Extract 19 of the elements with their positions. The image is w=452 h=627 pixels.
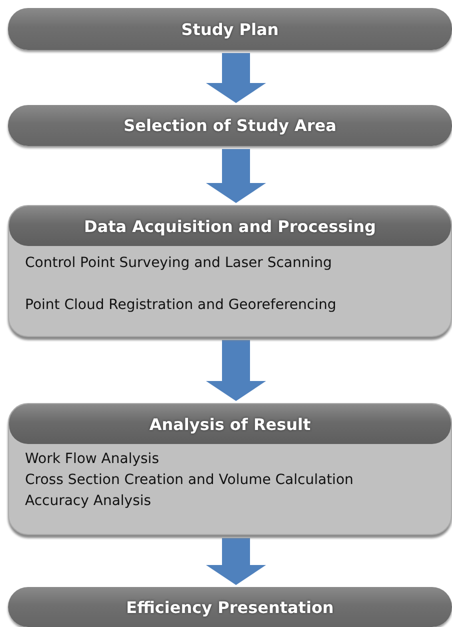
step-title: Study Plan	[181, 20, 279, 38]
step-title: Analysis of Result	[149, 414, 311, 434]
process-card	[8, 205, 452, 337]
process-box	[8, 587, 452, 627]
process-card	[8, 403, 452, 535]
step-title: Data Acquisition and Processing	[84, 216, 376, 236]
process-box	[8, 8, 452, 50]
step-title: Selection of Study Area	[124, 116, 336, 135]
process-box	[8, 105, 452, 146]
block-arrow	[206, 53, 266, 103]
step-detail: Control Point Surveying and Laser Scanning	[25, 255, 332, 271]
step-detail: Cross Section Creation and Volume Calculation	[25, 472, 354, 488]
step-detail: Work Flow Analysis	[25, 451, 159, 467]
block-arrow	[206, 340, 266, 401]
step-detail: Accuracy Analysis	[25, 493, 152, 509]
block-arrow	[206, 538, 266, 585]
step-title: Efficiency Presentation	[126, 598, 334, 616]
block-arrow	[206, 149, 266, 203]
step-detail: Point Cloud Registration and Georeferencing	[25, 297, 336, 313]
